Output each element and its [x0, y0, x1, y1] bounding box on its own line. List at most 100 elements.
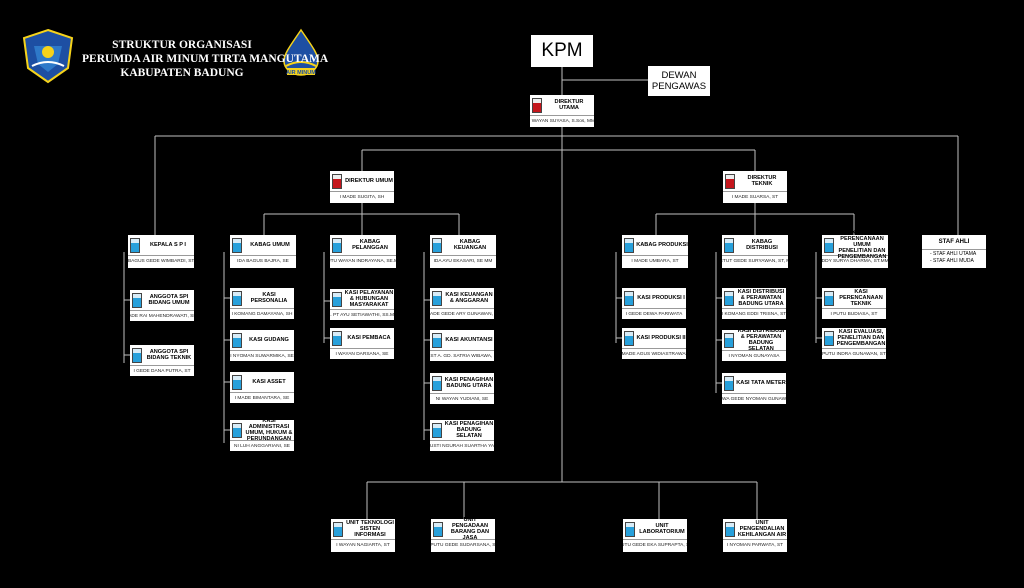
person-name: I KOMANG EDDI TRISNA, ST: [722, 312, 786, 317]
person-photo-icon: [332, 173, 342, 189]
org-box-kabag-produksi: KABAG PRODUKSI I MADE UMBARA, ST: [622, 235, 688, 268]
position-title: DIREKTUR TEKNIK: [747, 174, 777, 187]
dewan-pengawas-box: DEWAN PENGAWAS: [648, 66, 710, 96]
person-name: I GST A. GD. SATRIA WIBAWA, SE: [430, 354, 494, 359]
person-name: I MADE UMBARA, ST: [631, 259, 679, 264]
org-box-unit-lab: UNIT LABORATORIUMPUTU GEDE EKA SUPRAPTA,…: [623, 519, 687, 552]
header-line-1: STRUKTUR ORGANISASI: [112, 39, 252, 51]
person-photo-icon: [332, 291, 342, 307]
person-photo-icon: [725, 173, 735, 189]
person-name: I NYOMAN SUWARMIKA, SE: [230, 354, 294, 359]
org-box-kabag-pelanggan: KABAG PELANGGANPUTU WAYAN INDRAYANA, SE.…: [330, 235, 396, 268]
org-box-kasi-perencanaan: KASI PERENCANAAN TEKNIK I PUTU BUDIASA, S…: [822, 288, 886, 319]
org-box-header: KASI PRODUKSI I: [622, 288, 686, 309]
org-box-kasi-gudang: KASI GUDANG I NYOMAN SUWARMIKA, SE: [230, 330, 294, 361]
person-name: I MADE AGUS WIDIASTRAWAN: [622, 352, 686, 357]
person-name: DEWA GEDE NYOMAN GUNAWAN: [722, 397, 786, 402]
person-photo-icon: [432, 422, 442, 438]
person-photo-icon: [232, 237, 242, 253]
person-name: I MADE GEDE ARY GUNAWAN, SE: [430, 312, 494, 317]
org-box-header: KASI DISTRIBUSI & PERAWATAN BADUNG SELAT…: [722, 328, 786, 352]
person-photo-icon: [433, 521, 443, 537]
svg-text:AIR MINUM: AIR MINUM: [286, 70, 316, 76]
kpm-box: KPM: [531, 35, 593, 67]
org-box-header: KABAG KEUANGAN: [430, 235, 496, 256]
person-name: I PUTU BUDIASA, ST: [830, 312, 878, 317]
staf-ahli-box: STAF AHLI - STAF AHLI UTAMA - STAF AHLI …: [922, 235, 986, 268]
person-photo-icon: [432, 332, 442, 348]
person-photo-icon: [332, 237, 342, 253]
org-box-header: DIREKTUR TEKNIK: [723, 171, 787, 192]
org-box-kasi-dist-selatan: KASI DISTRIBUSI & PERAWATAN BADUNG SELAT…: [722, 328, 786, 361]
org-box-spi-umum: ANGGOTA SPI BIDANG UMUM NI MADE RAI MAHEN…: [130, 290, 194, 321]
org-box-header: KASI DISTRIBUSI & PERAWATAN BADUNG UTARA: [722, 288, 786, 309]
position-title: KABAG PRODUKSI: [636, 241, 688, 248]
org-box-kabag-perencanaan: KABAG PERENCANAAN UMUM PENELITIAN DAN PE…: [822, 230, 888, 268]
org-box-header: KASI PRODUKSI II: [622, 328, 686, 349]
person-photo-icon: [724, 375, 734, 391]
position-title: KASI PRODUKSI I: [637, 294, 685, 301]
org-box-header: KASI TATA METER: [722, 373, 786, 394]
position-title: KASI AKUNTANSI: [445, 336, 493, 343]
header-line-3: KABUPATEN BADUNG: [120, 67, 244, 79]
person-photo-icon: [232, 422, 242, 438]
org-box-header: KABAG PELANGGAN: [330, 235, 396, 256]
person-name: I MADE SUGITA, SH: [339, 195, 385, 200]
person-name: I PUTU GEDE SUDARSANA, ST: [431, 543, 495, 548]
staf-ahli-item: - STAF AHLI MUDA: [930, 258, 974, 264]
org-box-header: KASI PELAYANAN & HUBUNGAN MASYARAKAT: [330, 289, 394, 310]
org-box-kasi-tata-meter: KASI TATA METER DEWA GEDE NYOMAN GUNAWAN: [722, 373, 786, 404]
org-box-header: KASI PENAGIHAN BADUNG SELATAN: [430, 420, 494, 441]
person-photo-icon: [725, 521, 735, 537]
position-title: KASI PENAGIHAN BADUNG UTARA: [444, 376, 494, 389]
org-box-header: KASI ADMINISTRASI UMUM, HUKUM & PERUNDAN…: [230, 418, 294, 442]
org-box-dirum: DIREKTUR UMUM I MADE SUGITA, SH: [330, 171, 394, 203]
position-title: UNIT PENGADAAN BARANG DAN JASA: [450, 516, 490, 542]
person-photo-icon: [332, 330, 342, 346]
org-box-header: KASI PERENCANAAN TEKNIK: [822, 288, 886, 309]
person-photo-icon: [232, 374, 242, 390]
person-name: I WAYAN DARSANA, SE: [335, 352, 389, 357]
dewan-line-1: DEWAN: [661, 70, 697, 81]
org-box-header: KASI PERSONALIA: [230, 288, 294, 309]
header-line-2: PERUMDA AIR MINUM TIRTA MANGUTAMA: [82, 53, 329, 65]
person-name: NI MADE RAI MAHENDRAWATI, SE.MM: [130, 314, 194, 319]
org-box-kasi-prod2: KASI PRODUKSI II I MADE AGUS WIDIASTRAWAN: [622, 328, 686, 359]
org-box-header: KASI GUDANG: [230, 330, 294, 351]
position-title: KASI DISTRIBUSI & PERAWATAN BADUNG UTARA: [737, 288, 785, 308]
position-title: KASI GUDANG: [249, 336, 289, 343]
person-photo-icon: [824, 330, 834, 346]
person-photo-icon: [333, 521, 343, 537]
position-title: KEPALA S P I: [150, 241, 186, 248]
org-box-kasi-dist-utara: KASI DISTRIBUSI & PERAWATAN BADUNG UTARA…: [722, 288, 786, 319]
position-title: KASI TATA METER: [736, 379, 786, 386]
person-name: I NYOMAN GUNAYASA: [728, 354, 780, 359]
position-title: KASI PENAGIHAN BADUNG SELATAN: [444, 420, 494, 440]
person-name: I WAYAN NAGIARTA, ST: [336, 543, 390, 548]
position-title: KASI ASSET: [252, 378, 286, 385]
position-title: DIREKTUR UMUM: [345, 177, 393, 184]
person-photo-icon: [624, 290, 634, 306]
person-photo-icon: [724, 332, 734, 348]
person-photo-icon: [432, 237, 442, 253]
org-box-header: UNIT LABORATORIUM: [623, 519, 687, 540]
org-chart-header: STRUKTUR ORGANISASI PERUMDA AIR MINUM TI…: [82, 38, 329, 80]
org-box-header: ANGGOTA SPI BIDANG UMUM: [130, 290, 194, 311]
org-box-kasi-adm: KASI ADMINISTRASI UMUM, HUKUM & PERUNDAN…: [230, 418, 294, 451]
org-box-header: KASI ASSET: [230, 372, 294, 393]
org-box-header: KABAG DISTRIBUSI: [722, 235, 788, 256]
person-photo-icon: [724, 290, 734, 306]
org-box-header: KASI KEUANGAN & ANGGARAN: [430, 288, 494, 309]
person-photo-icon: [624, 237, 634, 253]
position-title: KASI PRODUKSI II: [636, 334, 686, 341]
